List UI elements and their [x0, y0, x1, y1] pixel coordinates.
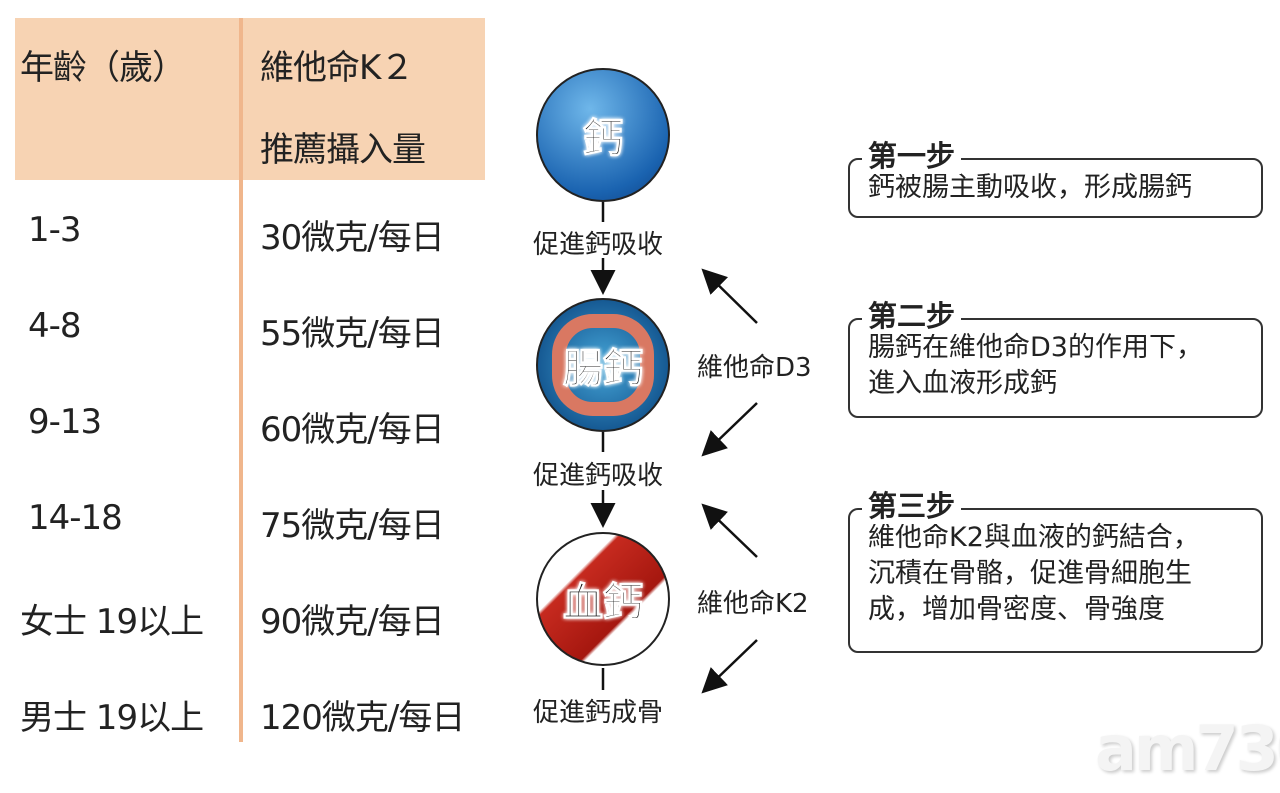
calcium-node: 鈣 [536, 68, 670, 202]
row-amount: 55微克/每日 [260, 314, 445, 354]
watermark-logo: am730 [1095, 712, 1280, 785]
row-age: 9-13 [28, 402, 102, 442]
header-k2-sub: 推薦攝入量 [260, 130, 426, 170]
header-k2: 維他命K２ [260, 48, 414, 88]
node-label: 血鈣 [563, 580, 644, 627]
row-age: 4-8 [28, 306, 82, 346]
table-header-bg [15, 18, 485, 180]
flow-label: 促進鈣吸收 [533, 461, 664, 491]
node-label: 腸鈣 [563, 346, 644, 393]
row-age: 女士 19以上 [20, 602, 204, 642]
step-3-box: 第三步 維他命K2與血液的鈣結合， 沉積在骨骼，促進骨細胞生 成，增加骨密度、骨… [848, 488, 1263, 653]
row-amount: 75微克/每日 [260, 506, 445, 546]
step-text: 腸鈣在維他命D3的作用下， [868, 332, 1203, 363]
row-amount: 30微克/每日 [260, 218, 445, 258]
row-age: 男士 19以上 [20, 698, 204, 738]
row-age: 14-18 [28, 498, 123, 538]
step-2-box: 第二步 腸鈣在維他命D3的作用下， 進入血液形成鈣 [848, 298, 1263, 418]
node-label: 鈣 [583, 116, 624, 163]
header-age: 年齡（歲） [20, 48, 186, 88]
vitamin-k2-label: 維他命K2 [697, 589, 809, 619]
flow-label: 促進鈣吸收 [533, 230, 664, 260]
step-title: 第三步 [862, 488, 962, 524]
row-amount: 90微克/每日 [260, 602, 445, 642]
step-title: 第一步 [862, 138, 962, 174]
flow-label: 促進鈣成骨 [533, 698, 664, 728]
step-text: 成，增加骨密度、骨強度 [868, 594, 1165, 625]
row-amount: 60微克/每日 [260, 410, 445, 450]
step-text: 沉積在骨骼，促進骨細胞生 [868, 558, 1192, 589]
step-text: 維他命K2與血液的鈣結合， [868, 522, 1200, 553]
vitamin-d3-label: 維他命D3 [697, 353, 812, 383]
row-age: 1-3 [28, 210, 82, 250]
blood-calcium-node: 血鈣 [536, 532, 670, 666]
row-amount: 120微克/每日 [260, 698, 465, 738]
step-text: 進入血液形成鈣 [868, 368, 1057, 399]
table-divider [239, 18, 243, 742]
step-1-box: 第一步 鈣被腸主動吸收，形成腸鈣 [848, 138, 1263, 218]
step-title: 第二步 [862, 298, 962, 334]
step-text: 鈣被腸主動吸收，形成腸鈣 [868, 172, 1192, 203]
intestinal-calcium-node: 腸鈣 [536, 298, 670, 432]
